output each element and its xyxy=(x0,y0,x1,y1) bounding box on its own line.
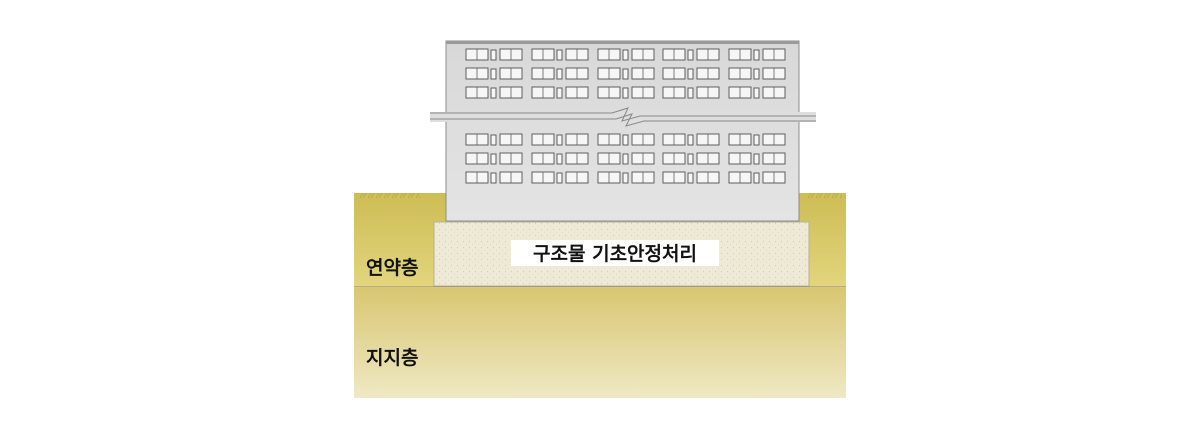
grass-hatch-right xyxy=(808,193,842,199)
window-icon xyxy=(465,67,523,80)
window-icon xyxy=(531,86,589,99)
window-icon xyxy=(465,86,523,99)
building-roof xyxy=(446,41,799,44)
window-icon xyxy=(728,152,786,165)
bearing-layer xyxy=(354,288,846,398)
window-icon xyxy=(728,171,786,184)
window-icon xyxy=(662,133,720,146)
window-icon xyxy=(728,133,786,146)
window-icon xyxy=(597,152,655,165)
window-icon xyxy=(662,48,720,61)
bearing-layer-label: 지지층 xyxy=(366,347,418,369)
window-icon xyxy=(597,86,655,99)
window-icon xyxy=(465,171,523,184)
window-icon xyxy=(531,152,589,165)
window-icon xyxy=(531,171,589,184)
treatment-label: 구조물 기초안정처리 xyxy=(533,243,697,265)
window-icon xyxy=(728,86,786,99)
window-icon xyxy=(728,67,786,80)
window-icon xyxy=(728,48,786,61)
window-icon xyxy=(662,67,720,80)
window-icon xyxy=(662,86,720,99)
window-icon xyxy=(662,152,720,165)
break-line-icon xyxy=(430,107,816,127)
window-icon xyxy=(597,67,655,80)
window-icon xyxy=(465,152,523,165)
window-icon xyxy=(531,48,589,61)
window-icon xyxy=(597,133,655,146)
building xyxy=(430,40,816,222)
window-icon xyxy=(531,67,589,80)
window-grid xyxy=(465,48,786,184)
window-icon xyxy=(531,133,589,146)
window-icon xyxy=(597,48,655,61)
window-icon xyxy=(597,171,655,184)
window-icon xyxy=(662,171,720,184)
grass-hatch-left xyxy=(360,193,420,199)
soft-layer-label: 연약층 xyxy=(366,257,418,279)
window-icon xyxy=(465,48,523,61)
treatment-label-box xyxy=(511,240,719,266)
window-icon xyxy=(465,133,523,146)
